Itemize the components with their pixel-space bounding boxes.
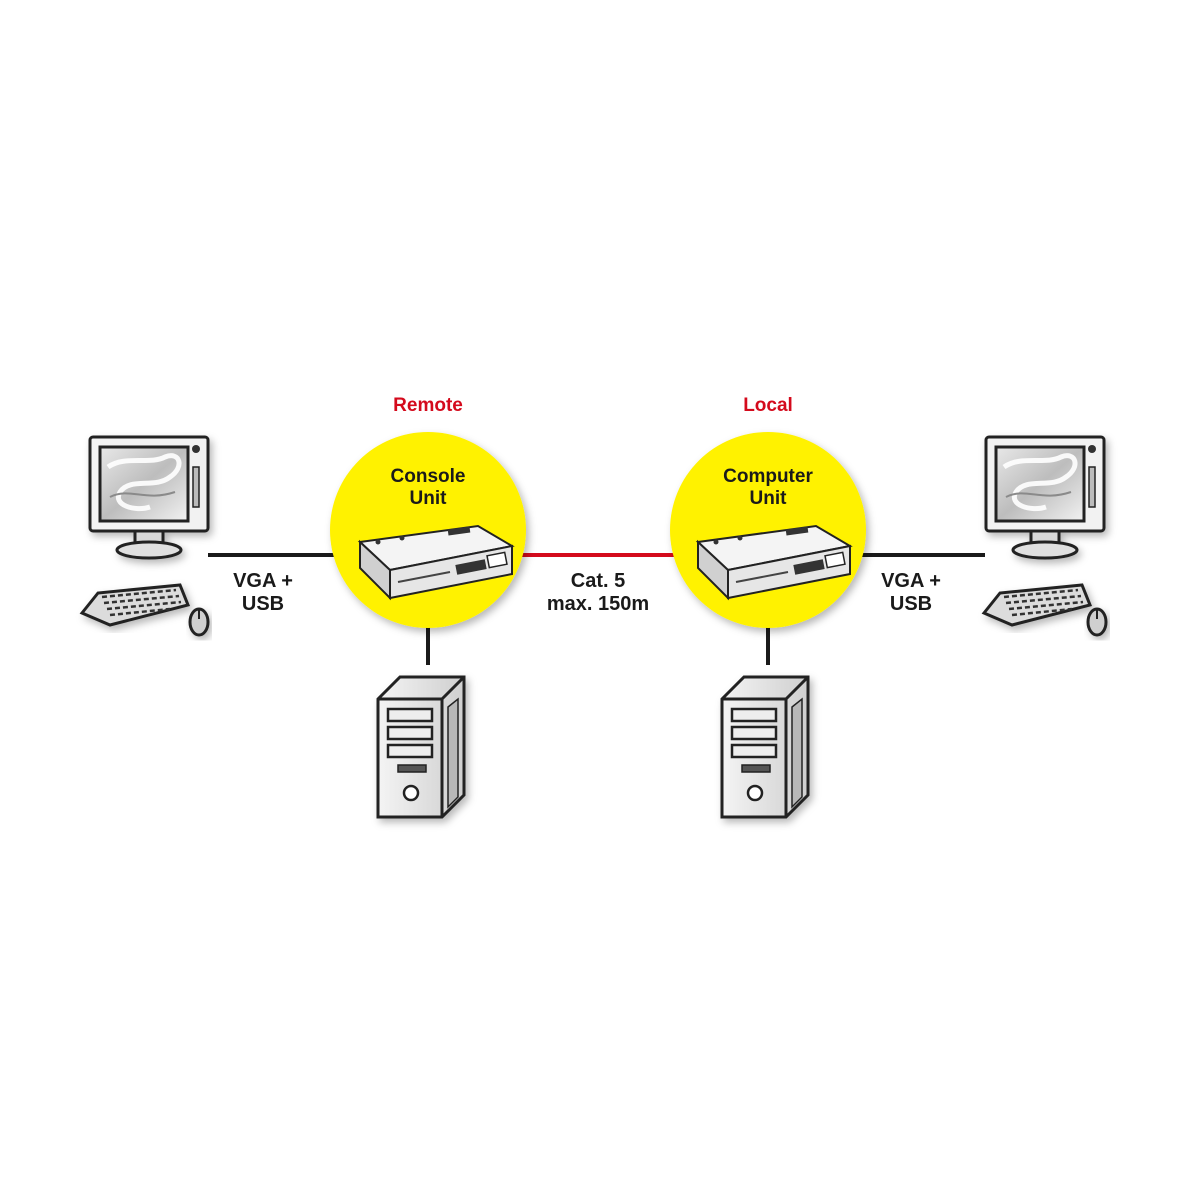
remote-tag: Remote — [393, 395, 463, 416]
computer-unit-title-line-1: Computer — [723, 466, 813, 487]
mouse-icon — [1086, 607, 1108, 637]
link-label-line-1: Cat. 5 — [570, 570, 626, 592]
link-label: Cat. 5 max. 150m — [516, 570, 680, 616]
monitor-icon — [90, 437, 208, 558]
left-connection-label: VGA + USB — [208, 570, 318, 616]
console-unit-title-line-2: Unit — [409, 487, 447, 509]
right-connection-line-2: USB — [889, 593, 933, 615]
right-connection-label: VGA + USB — [856, 570, 966, 616]
computer-unit-circle — [670, 432, 866, 628]
console-unit-title-line-1: Console — [390, 466, 466, 487]
left-connection-line-1: VGA + — [233, 570, 293, 592]
console-unit-title: Console Unit — [340, 466, 516, 510]
local-tag: Local — [743, 395, 793, 416]
monitor-icon — [986, 437, 1104, 558]
console-unit-circle — [330, 432, 526, 628]
computer-unit-title-line-2: Unit — [749, 487, 787, 509]
left-connection-line-2: USB — [241, 593, 285, 615]
link-label-line-2: max. 150m — [546, 593, 650, 615]
keyboard-icon — [982, 583, 1092, 627]
keyboard-icon — [80, 583, 190, 627]
right-connection-line-1: VGA + — [881, 570, 941, 592]
pc-tower-icon — [720, 675, 810, 819]
computer-unit-title: Computer Unit — [680, 466, 856, 510]
mouse-icon — [188, 607, 210, 637]
pc-tower-icon — [376, 675, 466, 819]
